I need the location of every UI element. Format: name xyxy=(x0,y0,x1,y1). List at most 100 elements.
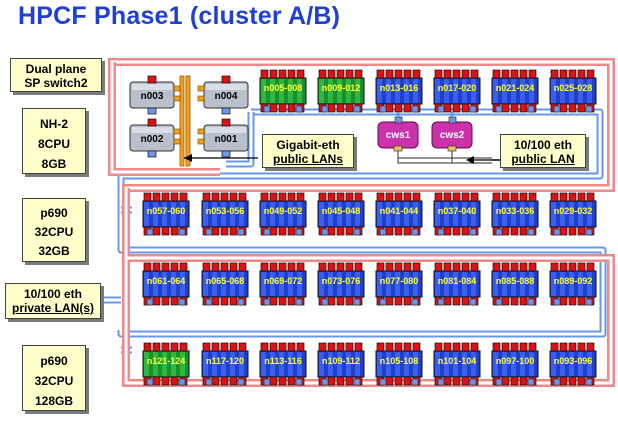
red-port xyxy=(452,69,461,79)
red-port xyxy=(238,192,247,202)
red-port xyxy=(269,342,278,352)
node-column xyxy=(337,79,342,103)
red-port xyxy=(318,262,327,272)
node-column xyxy=(502,272,507,296)
red-port xyxy=(403,376,412,386)
node-column xyxy=(346,272,351,296)
red-port xyxy=(229,262,238,272)
node-label: n113-116 xyxy=(264,356,302,366)
red-port xyxy=(336,103,345,113)
red-port xyxy=(577,376,586,386)
red-port xyxy=(211,342,220,352)
nh2-node-n003: n003 xyxy=(129,75,181,115)
red-port xyxy=(586,192,595,202)
node-column xyxy=(261,202,266,226)
node-column xyxy=(337,272,342,296)
red-port xyxy=(152,262,161,272)
red-port xyxy=(510,69,519,79)
red-port xyxy=(327,69,336,79)
red-port xyxy=(287,342,296,352)
public-lan-line xyxy=(397,150,492,159)
red-port xyxy=(345,103,354,113)
node-frame-n093-096: n093-096 xyxy=(549,342,597,386)
node-column xyxy=(270,202,275,226)
red-port xyxy=(452,342,461,352)
node-column xyxy=(279,202,284,226)
node-column xyxy=(529,79,534,103)
red-port xyxy=(470,69,479,79)
node-column xyxy=(355,79,360,103)
gigabit-bus xyxy=(185,75,191,167)
eth-port xyxy=(393,145,403,152)
node-column xyxy=(413,352,418,376)
blue-port xyxy=(437,378,445,386)
red-port xyxy=(452,226,461,236)
red-port xyxy=(434,69,443,79)
blue-port xyxy=(411,228,419,236)
node-column xyxy=(221,352,226,376)
node-frame-n041-044: n041-044 xyxy=(375,192,423,236)
red-port xyxy=(220,226,229,236)
public-lan-line xyxy=(397,158,452,164)
node-column xyxy=(328,202,333,226)
red-port xyxy=(211,376,220,386)
blue-port xyxy=(527,105,535,113)
node-label: n033-036 xyxy=(496,206,535,216)
blue-port xyxy=(379,228,387,236)
blue-port xyxy=(147,150,157,158)
node-label: n105-108 xyxy=(380,356,419,366)
blue-port xyxy=(448,116,457,124)
blue-port xyxy=(437,105,445,113)
red-port xyxy=(492,192,501,202)
node-frame-n073-076: n073-076 xyxy=(317,262,365,306)
node-label: n093-096 xyxy=(554,356,593,366)
page-title: HPCF Phase1 (cluster A/B) xyxy=(18,2,341,30)
node-label: n025-028 xyxy=(554,83,593,93)
blue-port xyxy=(295,378,303,386)
blue-port xyxy=(411,298,419,306)
blue-port xyxy=(321,105,329,113)
node-column xyxy=(180,352,185,376)
red-port xyxy=(501,376,510,386)
node-column xyxy=(162,272,167,296)
red-port xyxy=(519,192,528,202)
node-frame-n105-108: n105-108 xyxy=(375,342,423,386)
gig-port xyxy=(197,85,205,92)
node-column xyxy=(587,272,592,296)
red-port xyxy=(170,342,179,352)
node-column xyxy=(144,352,149,376)
red-port xyxy=(345,69,354,79)
node-column xyxy=(471,352,476,376)
red-port xyxy=(211,226,220,236)
red-port xyxy=(510,376,519,386)
node-column xyxy=(386,272,391,296)
node-column xyxy=(279,352,284,376)
blue-port xyxy=(353,228,361,236)
node-column xyxy=(471,79,476,103)
node-column xyxy=(413,202,418,226)
red-port xyxy=(260,342,269,352)
red-port xyxy=(559,226,568,236)
red-port xyxy=(559,69,568,79)
node-label: n005-008 xyxy=(264,83,303,93)
red-port xyxy=(519,69,528,79)
node-column xyxy=(520,272,525,296)
gigabit-arrow-head xyxy=(184,154,192,162)
red-port xyxy=(412,342,421,352)
node-frame-n045-048: n045-048 xyxy=(317,192,365,236)
red-port xyxy=(385,69,394,79)
eth-port xyxy=(447,145,457,152)
node-label: n109-112 xyxy=(322,356,360,366)
red-port xyxy=(278,262,287,272)
node-column xyxy=(502,352,507,376)
red-port xyxy=(336,262,345,272)
node-frame-n033-036: n033-036 xyxy=(491,192,539,236)
blue-port xyxy=(585,105,593,113)
red-port xyxy=(403,69,412,79)
node-column xyxy=(203,352,208,376)
node-column xyxy=(386,352,391,376)
node-column xyxy=(502,79,507,103)
blue-port xyxy=(178,378,186,386)
node-column xyxy=(444,202,449,226)
